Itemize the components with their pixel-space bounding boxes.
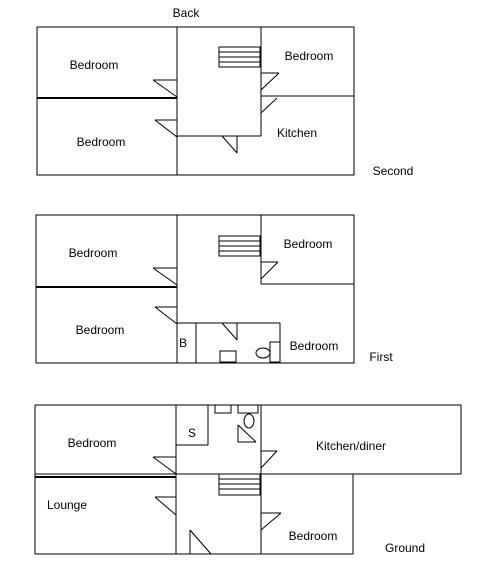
back-label: Back <box>173 6 201 20</box>
room-label-bedroom: Bedroom <box>285 49 334 63</box>
second-floor-outline <box>36 26 355 176</box>
floor-label-ground: Ground <box>385 541 425 555</box>
door-swing <box>222 135 238 153</box>
room-label-bedroom: Bedroom <box>70 58 119 72</box>
door-swing <box>155 496 177 515</box>
room-label-kitchen: Kitchen <box>277 126 317 140</box>
first-floor-plan: Bedroom Bedroom Bedroom Bedroom B First <box>35 214 393 364</box>
floor-label-first: First <box>369 350 393 364</box>
door-swing <box>222 322 238 340</box>
toilet-cistern <box>237 404 259 414</box>
toilet-cistern <box>269 341 281 363</box>
door-swing <box>260 97 278 115</box>
staircase <box>218 235 261 257</box>
room-label-bedroom: Bedroom <box>69 246 118 260</box>
door-swing <box>153 79 178 97</box>
room-label-bedroom: Bedroom <box>76 323 125 337</box>
door-swing <box>260 450 277 468</box>
door-swing <box>260 512 281 530</box>
room-label-bedroom: Bedroom <box>284 237 333 251</box>
ground-floor-plan: Bedroom Lounge Kitchen/diner Bedroom S G… <box>34 404 462 555</box>
room-label-shower: S <box>188 426 196 440</box>
toilet-bowl <box>255 347 271 359</box>
second-floor-plan: Bedroom Bedroom Bedroom Kitchen Second <box>36 26 414 178</box>
door-swing <box>237 425 256 443</box>
door-swing <box>155 306 178 324</box>
front-door-swing <box>189 530 211 555</box>
room-label-kitchen-diner: Kitchen/diner <box>316 439 386 453</box>
door-swing <box>260 261 278 279</box>
room-label-lounge: Lounge <box>47 498 87 512</box>
room-label-bedroom: Bedroom <box>77 135 126 149</box>
floor-label-second: Second <box>373 164 414 178</box>
staircase <box>218 46 261 68</box>
door-swing <box>260 72 279 90</box>
door-swing <box>155 119 178 137</box>
staircase <box>218 473 261 496</box>
kitchen-diner-extension <box>260 404 462 475</box>
room-label-bedroom: Bedroom <box>290 339 339 353</box>
door-swing <box>153 267 178 285</box>
sink <box>214 404 232 414</box>
room-label-bedroom: Bedroom <box>68 436 117 450</box>
room-label-bathroom: B <box>179 336 187 350</box>
bathtub <box>219 350 237 363</box>
door-swing <box>153 456 177 474</box>
room-label-bedroom: Bedroom <box>289 529 338 543</box>
first-floor-outline <box>35 214 355 364</box>
toilet-bowl <box>243 413 255 429</box>
